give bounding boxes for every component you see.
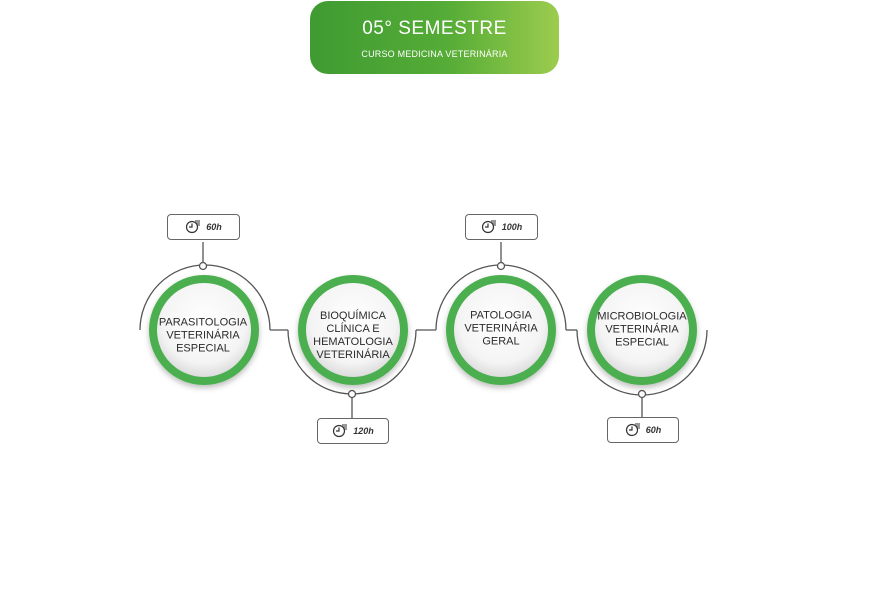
discipline-circle-3 [446, 275, 556, 385]
discipline-circle-2 [298, 275, 408, 385]
discipline-circle-4 [587, 275, 697, 385]
connector-dot-3 [496, 261, 506, 271]
clock-icon [186, 220, 201, 234]
hours-badge-1: 60h [167, 214, 240, 240]
hours-badge-2: 120h [317, 418, 389, 444]
semester-header: 05° SEMESTRE CURSO MEDICINA VETERINÁRIA [310, 1, 559, 74]
discipline-circle-1 [149, 275, 259, 385]
discipline-label-1: PARASITOLOGIA VETERINÁRIA ESPECIAL [158, 316, 248, 355]
connector-dot-2 [347, 389, 357, 399]
hours-badge-3: 100h [465, 214, 538, 240]
discipline-circles [149, 275, 697, 385]
hours-badge-4: 60h [607, 417, 679, 443]
connector-dot-1 [198, 261, 208, 271]
course-subtitle: CURSO MEDICINA VETERINÁRIA [361, 49, 508, 59]
connector-dots [198, 261, 647, 399]
hours-value-2: 120h [353, 426, 374, 436]
semester-title: 05° SEMESTRE [362, 18, 507, 39]
discipline-label-4: MICROBIOLOGIA VETERINÁRIA ESPECIAL [597, 310, 687, 349]
connector-dot-4 [637, 389, 647, 399]
hours-value-3: 100h [501, 222, 523, 232]
clock-icon [333, 424, 348, 438]
hours-value-1: 60h [206, 222, 222, 232]
clock-icon [625, 423, 640, 437]
discipline-label-2: BIOQUÍMICA CLÍNICA E HEMATOLOGIA VETERIN… [313, 310, 393, 361]
hours-value-4: 60h [645, 425, 662, 435]
discipline-label-3: PATOLOGIA VETERINÁRIA GERAL [464, 309, 538, 348]
clock-icon [481, 220, 496, 234]
